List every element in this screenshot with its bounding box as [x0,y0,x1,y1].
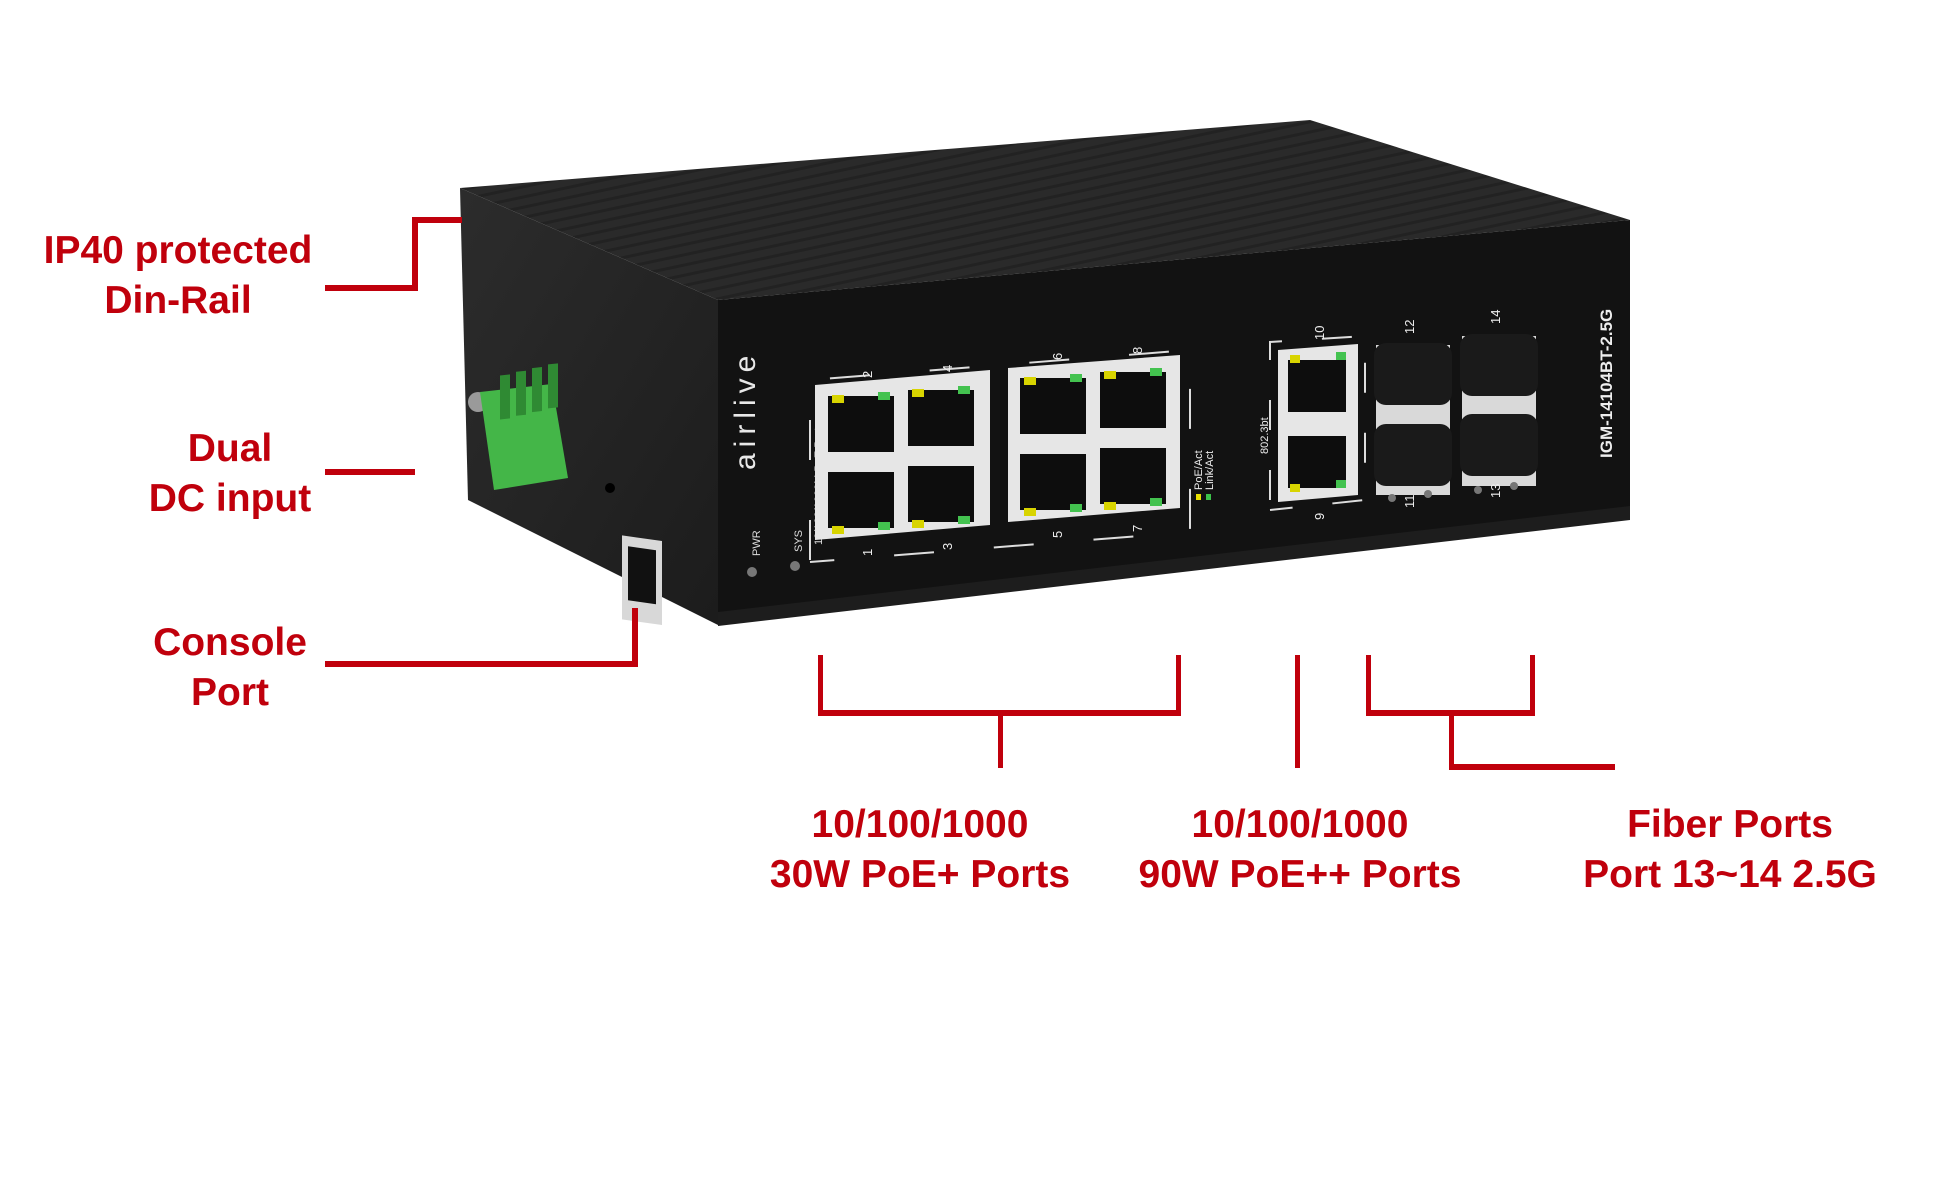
chassis-top [460,120,1630,300]
svg-text:1: 1 [860,549,875,556]
connector-dc-input [325,469,415,475]
connector-fiber-left [1366,655,1371,715]
label-console-port: Console Port [153,621,307,714]
brand-logo: airlive [729,350,762,470]
svg-text:11: 11 [1402,495,1417,509]
svg-text:14: 14 [1488,310,1503,324]
svg-text:10: 10 [1312,326,1327,340]
svg-text:PoE/Act: PoE/Act [1193,450,1205,490]
svg-text:2: 2 [860,371,875,378]
svg-text:6: 6 [1050,353,1065,360]
label-poepp-ports: 10/100/1000 90W PoE++ Ports [1138,803,1462,896]
connector-din-rail-v [412,217,418,291]
svg-text:802.3bt: 802.3bt [1259,417,1271,454]
svg-text:Link/Act: Link/Act [1204,451,1216,490]
sys-led [790,561,800,571]
label-fiber-ports: Fiber Ports Port 13~14 2.5G [1583,803,1877,896]
rj45-group-2 [1008,355,1180,522]
svg-text:13: 13 [1488,484,1503,498]
connector-poepp [1295,655,1300,768]
svg-text:9: 9 [1312,513,1327,520]
svg-text:8: 8 [1130,347,1145,354]
svg-text:4: 4 [940,365,955,372]
svg-text:3: 3 [940,543,955,550]
chassis-side [460,188,718,625]
connector-fiber-h2 [1449,764,1615,770]
label-poe-ports: 10/100/1000 30W PoE+ Ports [769,803,1071,896]
svg-text:5: 5 [1050,531,1065,538]
svg-text:7: 7 [1130,525,1145,532]
connector-poe-left [818,655,823,715]
connector-console-v [632,608,638,667]
label-din-rail: IP40 protected Din-Rail [43,229,313,322]
connector-poe-right [1176,655,1181,715]
sfp-ports: 12 14 11 13 [1374,310,1538,508]
bt-ports: 10 9 802.3bt [1259,326,1366,520]
terminal-block [468,363,568,490]
model-label: IGM-14104BT-2.5G [1597,309,1616,458]
connector-fiber-stem [1449,712,1454,770]
svg-text:SYS: SYS [793,530,805,552]
pwr-led [747,567,757,577]
svg-text:PWR: PWR [751,530,763,556]
console-port [605,483,662,626]
connector-fiber-right [1530,655,1535,715]
connector-poe-stem [998,712,1003,768]
rj45-group-1 [815,370,990,540]
label-dc-input: Dual DC input [148,427,312,520]
connector-din-rail-h1 [325,285,418,291]
svg-text:12: 12 [1402,320,1417,334]
connector-console-h [325,661,638,667]
connector-din-rail-h2 [412,217,462,223]
